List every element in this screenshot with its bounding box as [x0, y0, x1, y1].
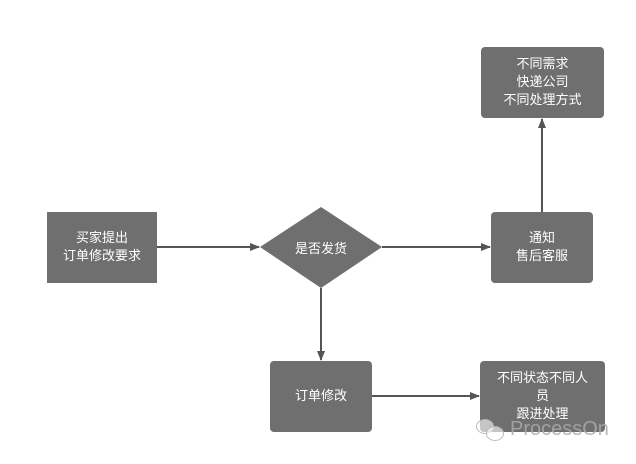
- node-text: 售后客服: [515, 248, 568, 264]
- node-text: 不同需求: [516, 56, 569, 72]
- processon-watermark: ProcessOn: [476, 418, 609, 441]
- node-text: 跟进处理: [516, 406, 569, 422]
- decision-diamond[interactable]: [260, 207, 382, 288]
- node-text: 不同状态不同人: [496, 370, 588, 386]
- node-text: 员: [535, 388, 549, 404]
- node-text: 快递公司: [516, 74, 569, 90]
- start-node[interactable]: 买家提出 订单修改要求: [47, 212, 157, 283]
- top-result-node[interactable]: 不同需求 快递公司 不同处理方式: [481, 47, 604, 118]
- watermark-text: ProcessOn: [510, 418, 609, 440]
- node-text: 通知: [528, 230, 555, 246]
- notify-node[interactable]: 通知 售后客服: [491, 212, 593, 283]
- wechat-icon: [476, 418, 506, 441]
- node-text: 不同处理方式: [503, 92, 582, 108]
- decision-label: 是否发货: [294, 242, 347, 257]
- bottom-result-node[interactable]: 不同状态不同人 员 跟进处理: [480, 361, 605, 432]
- node-text: 订单修改: [294, 388, 347, 404]
- node-text: 订单修改要求: [62, 248, 141, 264]
- modify-node[interactable]: 订单修改: [270, 361, 372, 432]
- node-text: 买家提出: [75, 230, 128, 246]
